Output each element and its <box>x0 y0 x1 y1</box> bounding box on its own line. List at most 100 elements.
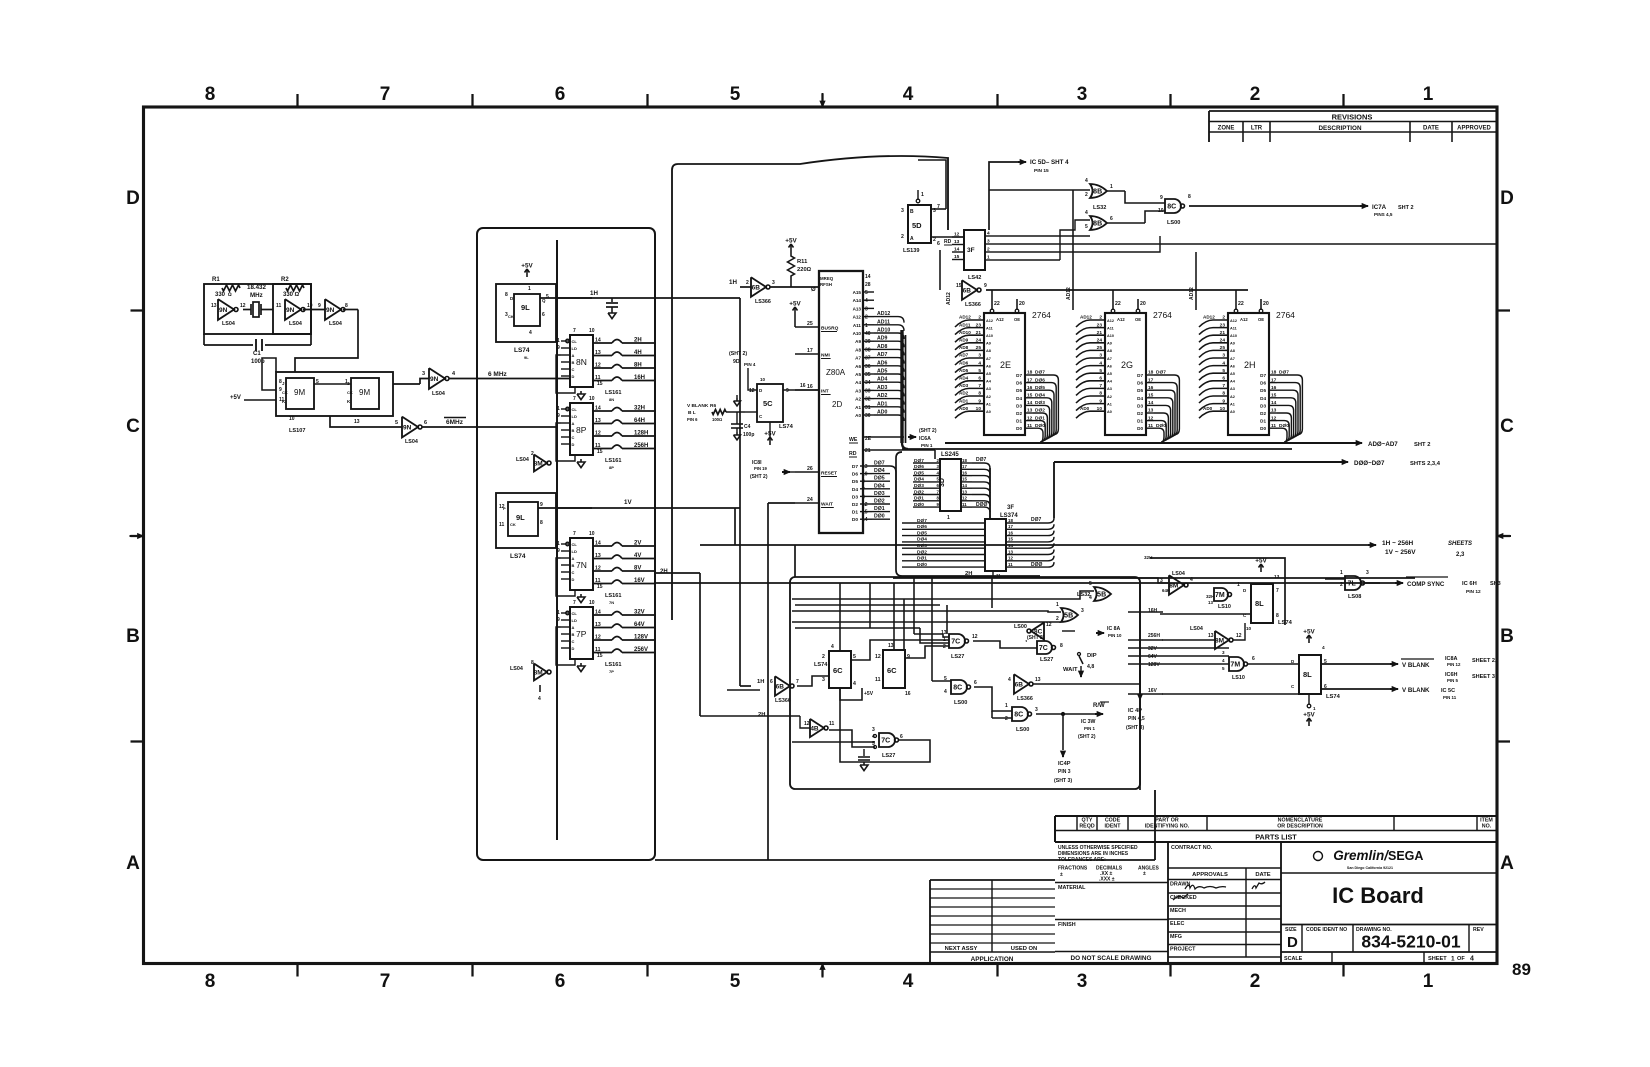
svg-text:DØ3: DØ3 <box>914 483 924 489</box>
svg-text:4: 4 <box>1085 178 1088 184</box>
svg-text:3: 3 <box>1222 353 1225 359</box>
svg-text:CK: CK <box>282 390 288 395</box>
svg-text:A: A <box>572 556 575 561</box>
svg-text:LS04: LS04 <box>222 321 235 327</box>
svg-text:AD12: AD12 <box>959 315 971 320</box>
svg-text:APPROVALS: APPROVALS <box>1192 872 1228 878</box>
svg-text:22: 22 <box>1115 301 1121 307</box>
svg-text:4: 4 <box>1089 595 1092 601</box>
svg-text:DØØ~DØ7: DØØ~DØ7 <box>1354 460 1385 467</box>
svg-text:2H: 2H <box>1244 360 1256 370</box>
svg-text:21: 21 <box>865 448 871 454</box>
svg-text:9: 9 <box>1099 398 1102 404</box>
svg-text:C4: C4 <box>744 424 751 430</box>
svg-text:DATE: DATE <box>1423 126 1439 132</box>
svg-text:CODE IDENT NO: CODE IDENT NO <box>1306 927 1347 933</box>
svg-text:8C: 8C <box>1167 204 1176 211</box>
svg-text:D1: D1 <box>1260 419 1266 424</box>
svg-text:AD9: AD9 <box>959 338 969 343</box>
svg-text:2: 2 <box>978 315 981 321</box>
svg-text:DØ4: DØ4 <box>1035 393 1045 399</box>
svg-text:10: 10 <box>1097 406 1103 412</box>
svg-text:6B: 6B <box>963 287 972 294</box>
svg-text:2: 2 <box>1005 716 1008 722</box>
svg-text:12: 12 <box>972 634 978 640</box>
svg-text:3: 3 <box>1366 570 1369 576</box>
svg-text:LS04: LS04 <box>329 321 342 327</box>
svg-text:D3: D3 <box>1260 403 1266 408</box>
svg-text:7: 7 <box>573 600 576 606</box>
svg-text:AD4: AD4 <box>959 376 969 381</box>
svg-text:REV: REV <box>1473 927 1484 933</box>
svg-text:DØ1: DØ1 <box>1035 415 1045 421</box>
svg-text:3F: 3F <box>967 247 975 254</box>
svg-text:.XX ±: .XX ± <box>1100 871 1112 877</box>
svg-text:11: 11 <box>279 397 285 403</box>
svg-text:MATERIAL: MATERIAL <box>1058 885 1086 891</box>
svg-text:64V: 64V <box>634 622 645 628</box>
svg-text:17: 17 <box>1271 377 1277 383</box>
svg-text:8C: 8C <box>1014 712 1023 719</box>
svg-text:D6: D6 <box>1260 381 1266 386</box>
svg-text:8B: 8B <box>1093 189 1102 196</box>
svg-text:32H: 32H <box>1206 594 1215 599</box>
svg-text:PIN 4,5: PIN 4,5 <box>1128 716 1145 722</box>
svg-text:1V: 1V <box>624 499 632 506</box>
svg-text:QTY: QTY <box>1082 818 1093 824</box>
svg-text:R1: R1 <box>212 277 220 283</box>
svg-text:21: 21 <box>976 330 982 336</box>
svg-text:1: 1 <box>947 515 950 521</box>
svg-text:3: 3 <box>422 371 425 377</box>
svg-text:IC 4P: IC 4P <box>1128 708 1142 714</box>
svg-text:38: 38 <box>865 347 871 353</box>
svg-text:PIN 1: PIN 1 <box>921 443 933 448</box>
svg-text:7C: 7C <box>951 639 960 646</box>
svg-text:4: 4 <box>944 689 947 695</box>
svg-text:OE: OE <box>1014 317 1020 322</box>
svg-text:ANGLES: ANGLES <box>1138 866 1160 872</box>
svg-text:8: 8 <box>1060 643 1063 649</box>
svg-text:9: 9 <box>786 388 789 394</box>
svg-text:DØ2: DØ2 <box>914 489 924 495</box>
svg-text:LD: LD <box>572 549 577 554</box>
svg-text:13: 13 <box>1208 633 1214 639</box>
svg-text:IC 5D– SHT 4: IC 5D– SHT 4 <box>1030 159 1069 166</box>
svg-text:AD6: AD6 <box>877 360 887 366</box>
svg-text:10: 10 <box>589 531 595 537</box>
svg-text:LS00: LS00 <box>1167 220 1180 226</box>
svg-text:13: 13 <box>888 643 894 649</box>
svg-text:32V: 32V <box>1148 646 1158 652</box>
svg-text:12: 12 <box>595 566 601 572</box>
svg-text:13: 13 <box>1271 408 1277 414</box>
svg-text:3: 3 <box>987 239 990 245</box>
svg-text:34: 34 <box>865 380 871 386</box>
svg-text:6: 6 <box>555 84 566 105</box>
svg-text:6B: 6B <box>752 284 761 291</box>
svg-text:SHTS 2,3,4: SHTS 2,3,4 <box>1410 461 1441 467</box>
svg-text:5D: 5D <box>912 221 922 230</box>
svg-text:NO.: NO. <box>1482 824 1492 830</box>
svg-text:AD12: AD12 <box>1080 315 1092 320</box>
svg-text:8B: 8B <box>1093 221 1102 228</box>
svg-text:DØ7: DØ7 <box>914 458 924 464</box>
svg-text:D7: D7 <box>1137 373 1143 378</box>
svg-text:5: 5 <box>316 379 319 385</box>
svg-text:A3: A3 <box>986 387 991 391</box>
svg-text:LS161: LS161 <box>605 390 621 396</box>
svg-text:IDENTIFYING NO.: IDENTIFYING NO. <box>1145 824 1190 830</box>
svg-text:AD12: AD12 <box>1203 315 1215 320</box>
svg-text:8: 8 <box>1188 194 1191 200</box>
svg-text:CL: CL <box>572 339 578 344</box>
svg-text:IC4P: IC4P <box>1058 761 1071 767</box>
svg-text:17: 17 <box>962 464 967 469</box>
svg-text:9: 9 <box>540 502 543 508</box>
svg-text:AD3: AD3 <box>959 383 969 388</box>
svg-text:AD0: AD0 <box>1203 406 1213 411</box>
svg-text:11: 11 <box>1008 562 1013 567</box>
svg-text:2V: 2V <box>634 541 641 547</box>
svg-text:2D: 2D <box>832 400 842 409</box>
svg-text:5: 5 <box>1085 224 1088 230</box>
svg-text:1: 1 <box>1237 582 1240 588</box>
svg-text:A4: A4 <box>1230 380 1236 384</box>
svg-text:FRACTIONS: FRACTIONS <box>1058 866 1088 872</box>
